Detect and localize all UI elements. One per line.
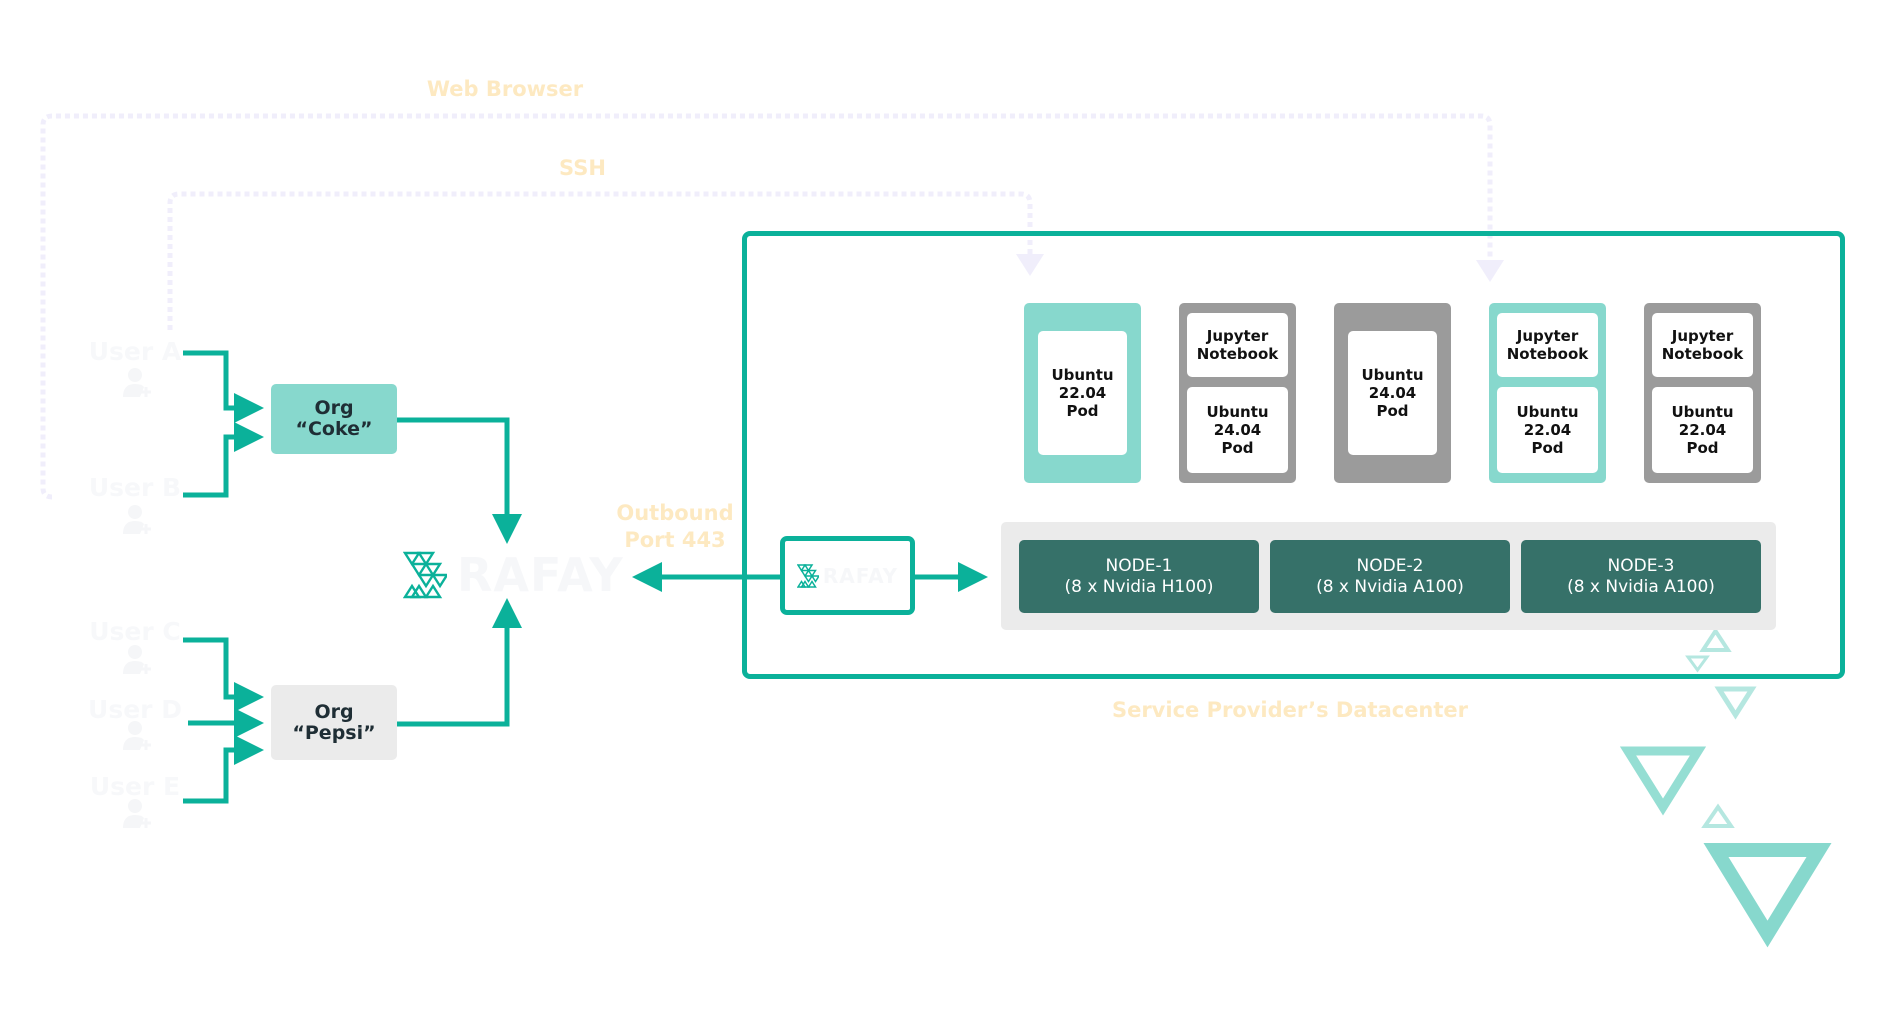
user-a: User A [80,337,190,366]
pod-host-2: Jupyter Notebook Ubuntu 24.04 Pod [1179,303,1296,483]
pod-host-3: Ubuntu 24.04 Pod [1334,303,1451,483]
rafay-wordmark: RAFAY [457,548,624,602]
rafay-logo-icon [403,551,447,599]
ssh-arrowhead [1016,254,1044,276]
user-add-icon [123,368,151,397]
user-add-icon [123,505,151,534]
web-browser-arrowhead [1476,260,1504,282]
ssh-label: SSH [559,156,606,180]
user-a-wire [183,350,264,423]
org-coke[interactable]: Org “Coke” [271,384,397,454]
web-browser-label: Web Browser [426,77,584,101]
rafay-agent[interactable]: RAFAY [780,536,915,615]
user-b: User B [80,473,190,502]
user-add-icon [123,721,151,750]
triangle-down-medium [1714,686,1757,720]
node-1[interactable]: NODE-1 (8 x Nvidia H100) [1019,540,1259,613]
pod[interactable]: Ubuntu 22.04 Pod [1038,331,1127,455]
web-browser-path [40,113,1493,500]
datacenter-frame [742,231,1845,679]
pod[interactable]: Jupyter Notebook [1187,313,1288,377]
decorative-triangles [1619,627,1832,948]
user-e-wire [183,735,264,804]
triangle-down-tiny [1685,655,1710,673]
user-label: User E [89,772,181,801]
triangle-down-large [1619,746,1707,816]
pod[interactable]: Ubuntu 24.04 Pod [1187,387,1288,473]
user-c: User C [80,617,190,646]
user-add-icon [123,799,151,828]
user-c-wire [183,637,264,712]
node-2[interactable]: NODE-2 (8 x Nvidia A100) [1270,540,1510,613]
triangle-down-huge [1703,843,1832,948]
triangle-up-small [1699,627,1732,652]
pepsi-to-controller [397,598,522,727]
pod[interactable]: Ubuntu 24.04 Pod [1348,331,1437,455]
user-label: User A [88,337,182,366]
user-label: User B [88,473,182,502]
pod[interactable]: Ubuntu 22.04 Pod [1652,387,1753,473]
coke-to-controller [397,417,522,544]
rafay-controller: RAFAY [403,548,624,602]
pod-host-1: Ubuntu 22.04 Pod [1024,303,1141,483]
user-d: User D [80,695,190,724]
node-3[interactable]: NODE-3 (8 x Nvidia A100) [1521,540,1761,613]
pod-host-4: Jupyter Notebook Ubuntu 22.04 Pod [1489,303,1606,483]
user-label: User D [88,695,182,724]
datacenter-label: Service Provider’s Datacenter [1111,698,1469,722]
pod[interactable]: Ubuntu 22.04 Pod [1497,387,1598,473]
pod[interactable]: Jupyter Notebook [1497,313,1598,377]
rafay-logo-icon [796,563,819,588]
pod[interactable]: Jupyter Notebook [1652,313,1753,377]
user-b-wire [183,422,264,498]
user-add-icon [123,645,151,674]
rafay-wordmark: RAFAY [822,563,899,588]
user-label: User C [89,617,181,646]
ssh-path [167,191,1033,330]
triangle-up-small-2 [1701,803,1735,828]
outbound-port-label: Outbound Port 443 [616,501,734,552]
org-pepsi[interactable]: Org “Pepsi” [271,685,397,760]
pod-host-5: Jupyter Notebook Ubuntu 22.04 Pod [1644,303,1761,483]
user-e: User E [80,772,190,801]
